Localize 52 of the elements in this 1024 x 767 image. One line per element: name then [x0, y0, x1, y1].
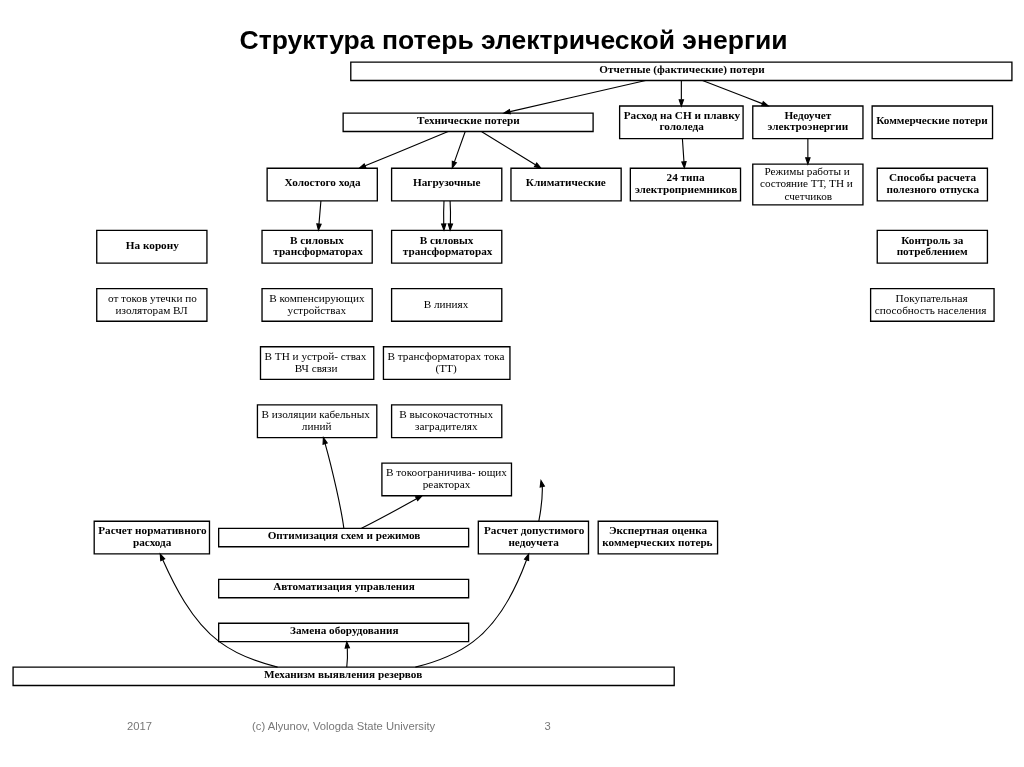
arrow	[321, 435, 344, 529]
node-box: Экспертная оценка коммерческих потерь	[597, 520, 718, 555]
node-box: Коммерческие потери	[870, 104, 993, 139]
arrow	[480, 130, 542, 169]
node-box: Климатические	[509, 167, 622, 202]
arrow	[440, 200, 447, 232]
arrow	[537, 478, 545, 522]
node-box: В силовых трансформаторах	[260, 229, 373, 264]
arrow	[159, 552, 278, 668]
node-box: Отчетные (фактические) потери	[349, 60, 1013, 81]
node-box: Способы расчета полезного отпуска	[876, 167, 988, 202]
label: 3	[544, 719, 551, 732]
arrow	[414, 552, 529, 668]
node-box: Контроль за потреблением	[876, 229, 988, 264]
node-box: В компенсирующих устройствах	[260, 287, 373, 322]
arrow	[446, 200, 453, 232]
node-box: Расход на СН и плавку гололеда	[618, 104, 744, 139]
node-box: 24 типа электроприемников	[629, 167, 741, 202]
node-box: Недоучет электроэнергии	[751, 104, 864, 139]
node-box: В токоограничива- ющих реакторах	[380, 461, 512, 496]
arrow	[680, 137, 687, 170]
node-box: Расчет допустимого недоучета	[477, 520, 589, 555]
arrow	[315, 200, 322, 232]
node-box: Расчет нормативного расхода	[93, 520, 210, 555]
diagram-title: Структура потерь электрической энергии	[239, 24, 788, 55]
arrow	[357, 130, 449, 169]
label: (c) Alyunov, Vologda State University	[251, 719, 435, 732]
node-box: Замена оборудования	[217, 622, 469, 642]
arrow	[804, 137, 811, 166]
arrow	[451, 130, 466, 169]
node-box: Автоматизация управления	[217, 578, 469, 598]
node-box: Технические потери	[341, 111, 594, 132]
node-box: Покупательная способность населения	[869, 287, 995, 322]
label: 2017	[126, 719, 152, 732]
arrow	[701, 79, 770, 107]
arrow	[677, 79, 684, 108]
node-box: Оптимизация схем и режимов	[217, 527, 469, 547]
arrow	[343, 639, 350, 668]
node-box: Механизм выявления резервов	[11, 665, 675, 686]
arrow	[360, 494, 423, 529]
node-box: от токов утечки по изоляторам ВЛ	[95, 287, 208, 322]
node-box: В высокочастотных заградителях	[390, 403, 502, 438]
node-box: Нагрузочные	[390, 167, 502, 202]
node-box: В ТН и устрой- ствах ВЧ связи	[259, 345, 374, 380]
node-box: В линиях	[390, 287, 502, 322]
arrow	[501, 79, 646, 114]
node-box: Холостого хода	[265, 167, 378, 202]
node-box: В трансформаторах тока (ТТ)	[382, 345, 511, 380]
node-box: В изоляции кабельных линий	[256, 403, 377, 438]
node-box: На корону	[95, 229, 208, 264]
node-box: Режимы работы и состояние ТТ, ТН и счетчиков	[751, 162, 864, 206]
node-box: В силовых трансформаторах	[390, 229, 502, 264]
